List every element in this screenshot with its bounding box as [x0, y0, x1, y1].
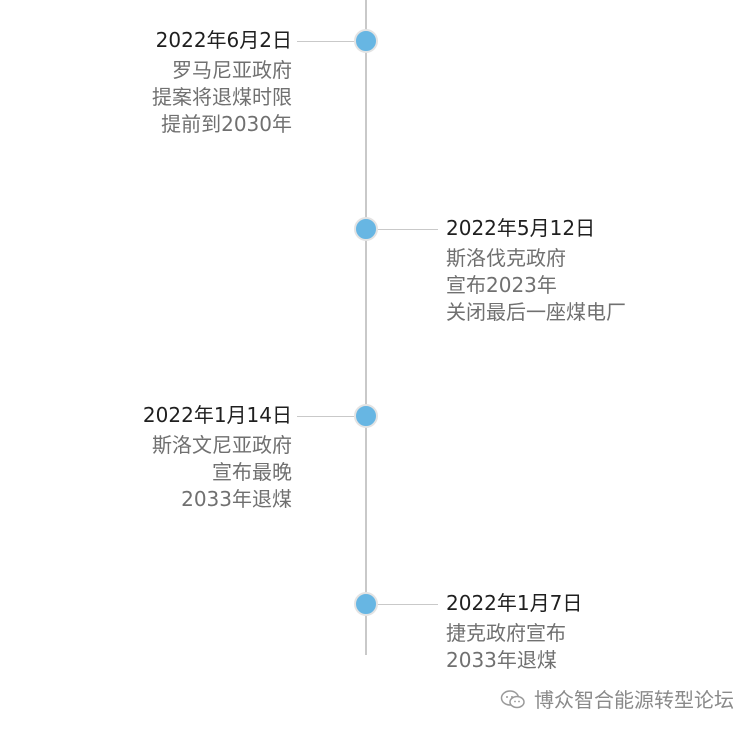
event-description: 斯洛文尼亚政府 宣布最晚 2033年退煤 — [32, 432, 292, 513]
timeline-dot — [354, 592, 378, 616]
wechat-icon — [500, 689, 526, 711]
watermark-text: 博众智合能源转型论坛 — [534, 688, 734, 712]
event-description: 斯洛伐克政府 宣布2023年 关闭最后一座煤电厂 — [446, 245, 706, 326]
event-date: 2022年5月12日 — [446, 216, 596, 240]
event-description-line: 提案将退煤时限 — [152, 85, 292, 109]
watermark: 博众智合能源转型论坛 — [500, 686, 734, 714]
event-connector — [366, 604, 438, 605]
timeline-axis — [365, 0, 367, 655]
timeline-dot — [354, 29, 378, 53]
event-date: 2022年6月2日 — [155, 28, 292, 52]
timeline-dot — [354, 404, 378, 428]
event-text: 2022年1月7日 捷克政府宣布 2033年退煤 — [446, 589, 706, 674]
event-description: 罗马尼亚政府 提案将退煤时限 提前到2030年 — [32, 57, 292, 138]
timeline-event-3: 2022年1月14日 斯洛文尼亚政府 宣布最晚 2033年退煤 — [0, 403, 737, 546]
timeline-event-4: 2022年1月7日 捷克政府宣布 2033年退煤 — [0, 591, 737, 734]
event-text: 2022年1月14日 斯洛文尼亚政府 宣布最晚 2033年退煤 — [32, 401, 292, 513]
event-text: 2022年5月12日 斯洛伐克政府 宣布2023年 关闭最后一座煤电厂 — [446, 214, 706, 326]
event-description-line: 宣布最晚 — [212, 460, 292, 484]
timeline-event-1: 2022年6月2日 罗马尼亚政府 提案将退煤时限 提前到2030年 — [0, 28, 737, 171]
event-description-line: 斯洛文尼亚政府 — [152, 433, 292, 457]
event-connector — [366, 229, 438, 230]
event-connector — [297, 416, 367, 417]
event-text: 2022年6月2日 罗马尼亚政府 提案将退煤时限 提前到2030年 — [32, 26, 292, 138]
event-description: 捷克政府宣布 2033年退煤 — [446, 620, 706, 674]
event-description-line: 提前到2030年 — [161, 112, 292, 136]
event-date: 2022年1月7日 — [446, 591, 583, 615]
event-description-line: 关闭最后一座煤电厂 — [446, 300, 626, 324]
timeline-dot — [354, 217, 378, 241]
event-description-line: 2033年退煤 — [181, 487, 292, 511]
timeline-event-2: 2022年5月12日 斯洛伐克政府 宣布2023年 关闭最后一座煤电厂 — [0, 216, 737, 359]
event-description-line: 宣布2023年 — [446, 273, 557, 297]
event-date: 2022年1月14日 — [142, 403, 292, 427]
event-connector — [297, 41, 367, 42]
event-description-line: 罗马尼亚政府 — [172, 58, 292, 82]
event-description-line: 2033年退煤 — [446, 648, 557, 672]
event-description-line: 斯洛伐克政府 — [446, 246, 566, 270]
event-description-line: 捷克政府宣布 — [446, 621, 566, 645]
